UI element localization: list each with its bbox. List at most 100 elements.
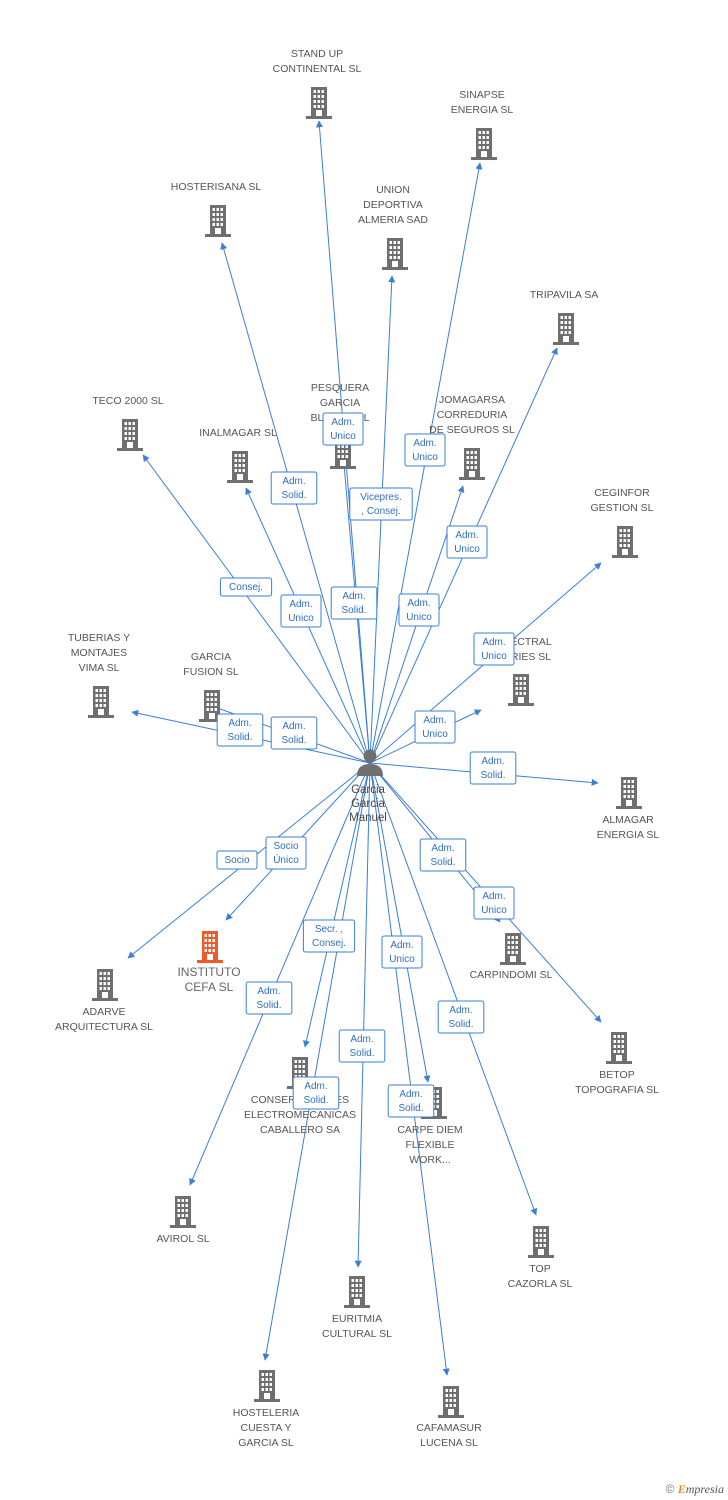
edges-layer	[127, 120, 602, 1376]
building-icon	[199, 690, 225, 722]
relation-label: Adm.Solid.	[256, 986, 281, 1011]
company-node-tripavila[interactable]: TRIPAVILA SA	[530, 289, 598, 345]
relation-badge[interactable]: Consej.	[219, 577, 273, 597]
relation-badge[interactable]: Secr. ,Consej.	[302, 919, 356, 953]
relation-badge[interactable]: Adm.Unico	[322, 412, 364, 446]
relation-label-line: Unico	[389, 954, 415, 965]
relation-label-line: Consej.	[229, 582, 263, 593]
relation-badge[interactable]: Adm.Solid.	[437, 1000, 485, 1034]
company-node-inalmagar[interactable]: INALMAGAR SL	[199, 427, 277, 483]
relation-label: Adm. Solid.	[303, 1081, 328, 1106]
building-icon	[508, 674, 534, 706]
relation-label-line: Adm.	[407, 598, 430, 609]
company-label-line: DEPORTIVA	[363, 199, 423, 211]
relation-label: Consej.	[229, 582, 263, 593]
relation-badge[interactable]: Adm.Solid.	[387, 1084, 435, 1118]
relation-label-line: Unico	[481, 905, 507, 916]
relation-label: Adm.Unico	[481, 637, 507, 662]
relation-badge[interactable]: Adm. Solid.	[292, 1076, 340, 1110]
relation-label-line: Solid.	[398, 1103, 423, 1114]
relation-badge[interactable]: Adm.Solid.	[338, 1029, 386, 1063]
relation-badge[interactable]: Adm.Unico	[473, 632, 515, 666]
relation-label-line: Vicepres.	[360, 492, 402, 503]
building-icon	[88, 686, 114, 718]
relation-badge[interactable]: Adm.Solid.	[469, 751, 517, 785]
relation-badge[interactable]: Socio	[216, 850, 258, 870]
company-label-line: CAZORLA SL	[508, 1278, 573, 1290]
relation-label-line: Adm.	[282, 476, 305, 487]
company-node-hosterisana[interactable]: HOSTERISANA SL	[171, 181, 262, 237]
company-label: CARPINDOMI SL	[470, 969, 553, 981]
company-label-line: AVIROL SL	[156, 1233, 209, 1245]
brand-logo: Empresia	[677, 1482, 724, 1496]
relation-label-line: Unico	[454, 544, 480, 555]
company-node-avirol[interactable]: AVIROL SL	[156, 1196, 210, 1245]
company-label-line: CABALLERO SA	[260, 1124, 340, 1136]
company-label-line: HOSTELERIA	[233, 1407, 300, 1419]
relation-badge[interactable]: Adm.Unico	[280, 594, 322, 628]
relation-badge[interactable]: Adm.Solid.	[245, 981, 293, 1015]
company-label-line: EURITMIA	[332, 1313, 382, 1325]
relation-badge[interactable]: Adm.Unico	[446, 525, 488, 559]
relation-label: Adm.Unico	[288, 599, 314, 624]
company-label-line: CONTINENTAL SL	[273, 63, 362, 75]
relation-badge[interactable]: Adm.Unico	[404, 433, 446, 467]
relation-badge[interactable]: Adm.Solid.	[270, 471, 318, 505]
relation-badge[interactable]: Adm.Solid.	[270, 716, 318, 750]
relation-badge[interactable]: Adm.Solid.	[419, 838, 467, 872]
relation-label: Adm.Unico	[422, 715, 448, 740]
relation-label-line: Solid.	[303, 1095, 328, 1106]
edge-euritmia	[354, 762, 371, 1268]
relation-label-line: Adm.	[304, 1081, 327, 1092]
building-icon	[500, 933, 526, 965]
relation-badge[interactable]: Adm.Unico	[473, 886, 515, 920]
company-label-line: HOSTERISANA SL	[171, 181, 262, 193]
company-label-line: CAFAMASUR	[416, 1422, 482, 1434]
relation-label-line: Solid.	[349, 1048, 374, 1059]
relation-badge[interactable]: Adm.Solid.	[330, 586, 378, 620]
company-label-line: CORREDURIA	[437, 409, 508, 421]
company-label-line: TECO 2000 SL	[92, 395, 163, 407]
relation-badge[interactable]: Adm.Unico	[381, 935, 423, 969]
relation-badge[interactable]: Adm.Unico	[398, 593, 440, 627]
relation-badge[interactable]: Adm.Unico	[414, 710, 456, 744]
relation-label-line: Unico	[330, 431, 356, 442]
edge-cafamasur	[369, 762, 450, 1376]
relation-badge[interactable]: Vicepres., Consej.	[349, 487, 413, 521]
company-node-teco[interactable]: TECO 2000 SL	[92, 395, 164, 451]
relation-label: Adm.Solid.	[480, 756, 505, 781]
relation-label-line: Unico	[412, 452, 438, 463]
edge-teco	[142, 454, 371, 764]
company-node-carpindomi[interactable]: CARPINDOMI SL	[470, 933, 553, 981]
relation-badge[interactable]: Adm.Solid.	[216, 713, 264, 747]
company-label: TECO 2000 SL	[92, 395, 163, 407]
building-icon	[616, 777, 642, 809]
building-icon	[170, 1196, 196, 1228]
building-icon	[205, 205, 231, 237]
building-icon	[528, 1226, 554, 1258]
building-icon	[92, 969, 118, 1001]
relation-label: Adm.Solid.	[341, 591, 366, 616]
relation-label-line: Solid.	[448, 1019, 473, 1030]
relation-label: Adm.Solid.	[448, 1005, 473, 1030]
